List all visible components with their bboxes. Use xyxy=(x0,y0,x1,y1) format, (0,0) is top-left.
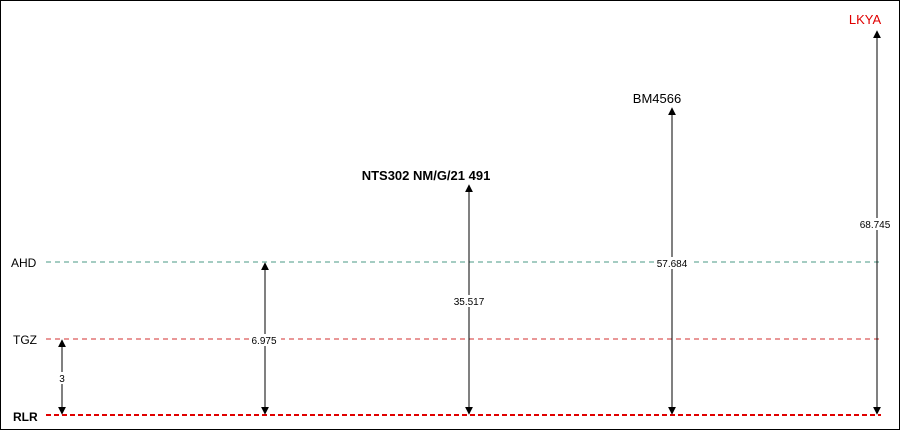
nts302-value-bg xyxy=(451,295,487,307)
bm4566-value: 57.684 xyxy=(657,259,688,270)
bm4566-value-bg xyxy=(654,257,690,269)
nts302-value: 35.517 xyxy=(454,297,485,308)
tgz-label: TGZ xyxy=(13,333,37,347)
lkya-label: LKYA xyxy=(849,12,882,27)
ahd-offset-value-bg xyxy=(249,334,281,346)
ahd-offset-value: 6.975 xyxy=(251,336,276,347)
lkya-value-bg xyxy=(858,218,894,230)
rlr-label: RLR xyxy=(13,410,38,424)
lkya-value: 68.745 xyxy=(860,220,891,231)
tgz-offset-value: 3 xyxy=(59,374,65,385)
ahd-label: AHD xyxy=(11,256,37,270)
nts302-label: NTS302 NM/G/21 491 xyxy=(362,168,491,183)
tgz-offset-value-bg xyxy=(56,372,68,384)
bm4566-label: BM4566 xyxy=(633,91,681,106)
